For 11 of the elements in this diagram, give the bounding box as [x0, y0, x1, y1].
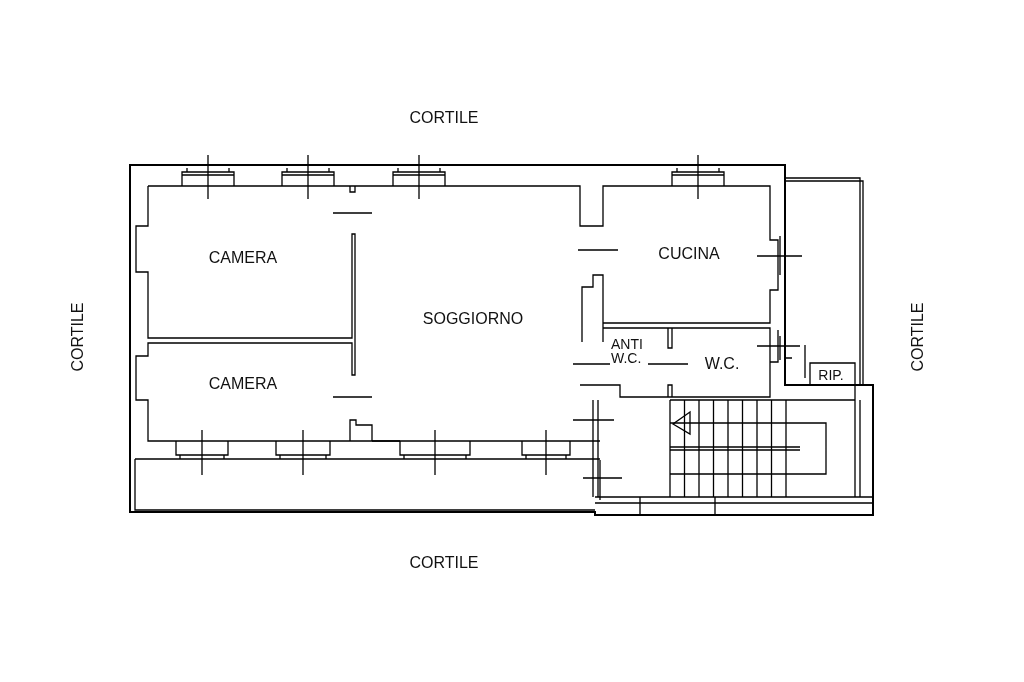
courtyard-label: CORTILE — [409, 110, 479, 126]
room-label: CUCINA — [658, 246, 720, 262]
room-label: SOGGIORNO — [422, 311, 524, 327]
courtyard-label: CORTILE — [910, 302, 926, 372]
courtyard-label: CORTILE — [409, 555, 479, 571]
room-label: CAMERA — [208, 250, 278, 266]
room-label: CAMERA — [208, 376, 278, 392]
room-label: W.C. — [704, 356, 740, 372]
courtyard-label: CORTILE — [70, 302, 86, 372]
room-label: RIP. — [818, 368, 844, 382]
room-label: ANTI W.C. — [611, 337, 644, 365]
